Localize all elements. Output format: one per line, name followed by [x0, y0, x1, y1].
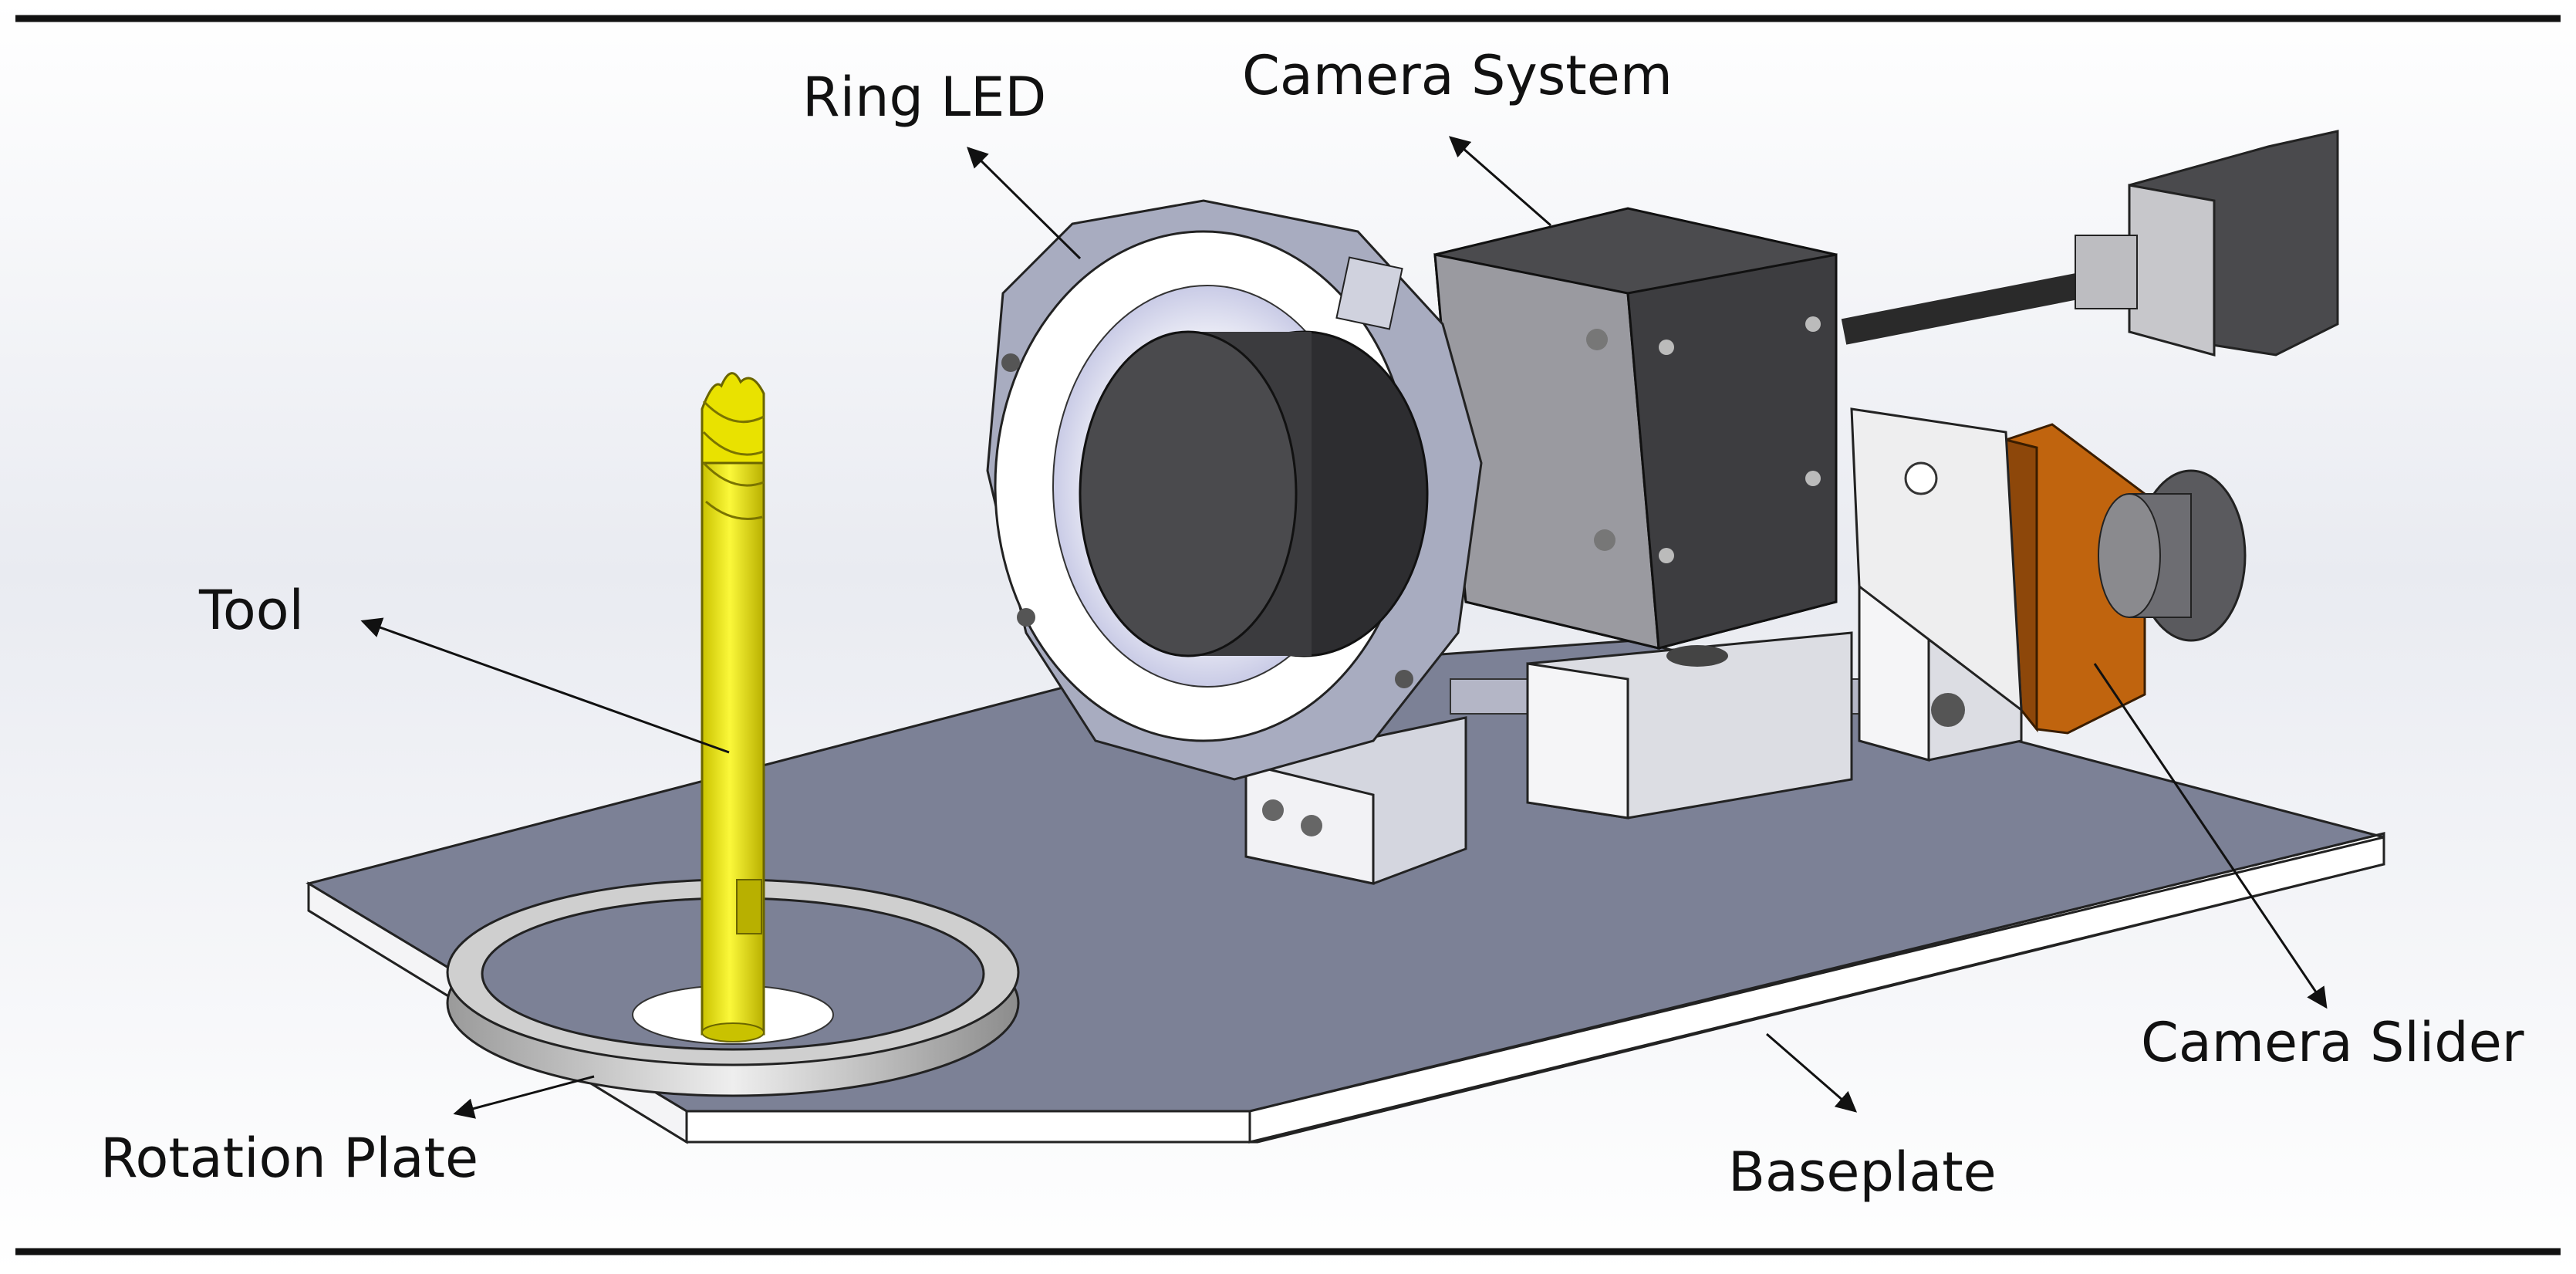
label-rotation-plate: Rotation Plate: [100, 1075, 595, 1190]
label-tool: Tool: [198, 579, 730, 754]
rotation-plate-label: Rotation Plate: [100, 1127, 478, 1190]
rotation-plate-leader-arrow: [453, 1075, 595, 1119]
label-ring-led: Ring LED: [802, 66, 1082, 260]
camera-slider-label: Camera Slider: [2141, 1011, 2524, 1074]
ring-led: [986, 199, 1483, 781]
label-baseplate: Baseplate: [1728, 1032, 1997, 1204]
camera-system-label: Camera System: [1242, 44, 1673, 107]
label-camera-system: Camera System: [1242, 44, 1673, 227]
camera-slider-leader-arrow: [2093, 663, 2328, 1009]
baseplate-leader-arrow: [1766, 1032, 1858, 1113]
tool-leader-arrow: [360, 617, 730, 754]
camera-slider-assembly: [1244, 407, 2247, 885]
camera-system: [1433, 130, 2339, 650]
ring-led-label: Ring LED: [802, 66, 1046, 129]
tool-label: Tool: [198, 579, 304, 642]
label-camera-slider: Camera Slider: [2093, 663, 2524, 1074]
ring-led-leader-arrow: [967, 147, 1082, 260]
tool-end-mill: [701, 372, 765, 1043]
baseplate-label: Baseplate: [1728, 1141, 1997, 1204]
camera-system-leader-arrow: [1448, 136, 1551, 227]
